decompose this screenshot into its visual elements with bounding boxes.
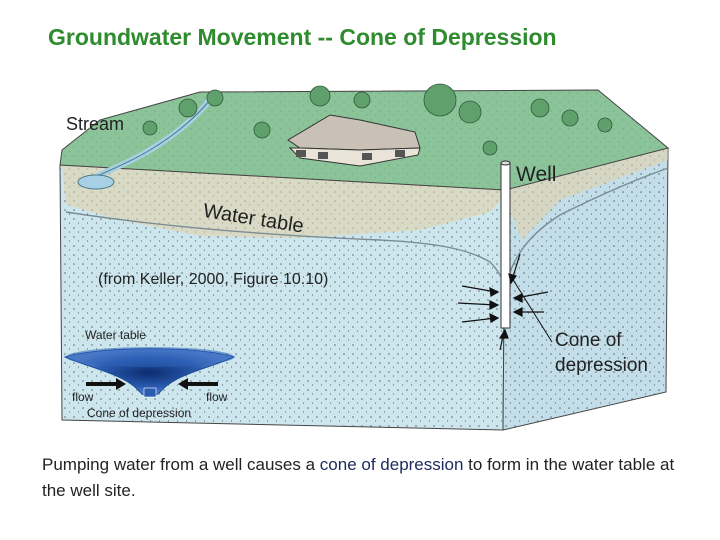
cone-label-line1: Cone of [555,330,622,351]
trees [142,83,613,156]
stream-label: Stream [66,114,125,134]
page-title: Groundwater Movement -- Cone of Depressi… [48,24,557,50]
caption: Pumping water from a well causes a cone … [42,452,692,504]
caption-part2: to form in the water table at the well s… [42,455,675,500]
well-label: Well [516,163,557,186]
inset-water-table-label: Water table [85,328,146,342]
well [500,160,511,329]
flow-arrows [457,253,549,351]
inset-cone-label: Cone of depression [87,406,192,420]
cone-label-line2: depression [555,355,648,376]
inset-cone-diagram [63,347,236,398]
caption-part1: Pumping water from a well causes a [42,455,320,474]
inset-flow-left-label: flow [72,390,94,404]
inset-flow-right-label: flow [206,390,228,404]
source-citation: (from Keller, 2000, Figure 10.10) [98,271,329,288]
house [287,114,421,167]
water-table-line [65,211,507,291]
unsaturated-zone [62,165,505,238]
caption-highlight: cone of depression [319,455,464,474]
cone-leader-line [511,277,553,343]
